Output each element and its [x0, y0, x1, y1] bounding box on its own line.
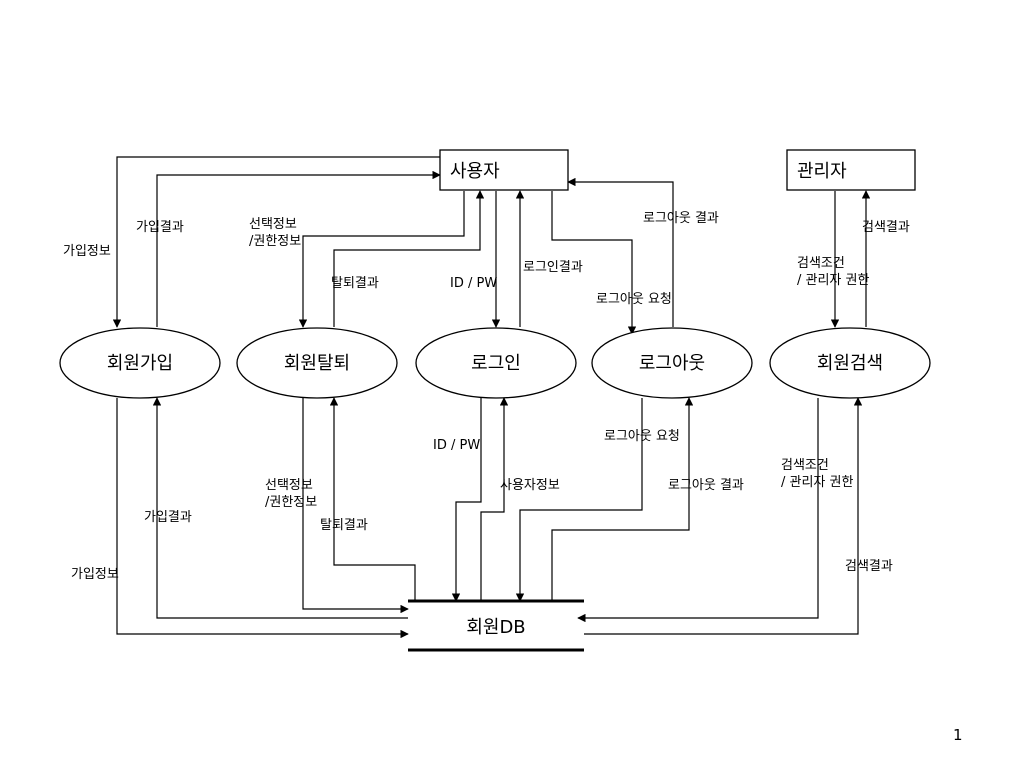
label-logout-result-top: 로그아웃 결과: [643, 211, 719, 226]
process-login-label: 로그인: [471, 353, 521, 374]
label-search-cond-bottom-2: / 관리자 권한: [781, 475, 853, 490]
label-login-result-top: 로그인결과: [523, 260, 583, 275]
label-idpw-top: ID / PW: [450, 276, 497, 291]
label-idpw-bottom: ID / PW: [433, 438, 480, 453]
edge-signup-result-bottom: [152, 397, 408, 619]
label-withdraw-result-top: 탈퇴결과: [331, 276, 379, 291]
process-search-label: 회원검색: [817, 353, 883, 374]
process-logout: 로그아웃: [591, 327, 753, 399]
label-search-cond-bottom-1: 검색조건: [781, 458, 829, 473]
label-select-info-top-2: /권한정보: [249, 234, 301, 249]
edge-withdraw-result-top: [333, 190, 485, 327]
entity-admin-label: 관리자: [797, 161, 847, 182]
label-logout-request-top: 로그아웃 요청: [596, 292, 672, 307]
datastore-member-db: 회원DB: [408, 599, 584, 652]
label-logout-request-bottom: 로그아웃 요청: [604, 429, 680, 444]
process-signup-label: 회원가입: [107, 353, 173, 374]
label-signup-result-top: 가입결과: [136, 220, 184, 235]
entity-user-label: 사용자: [450, 161, 500, 182]
label-search-cond-top-1: 검색조건: [797, 256, 845, 271]
edge-search-result-bottom: [584, 397, 863, 635]
label-search-result-bottom: 검색결과: [845, 559, 893, 574]
label-search-cond-top-2: / 관리자 권한: [797, 273, 869, 288]
edge-logout-result-bottom: [551, 397, 694, 601]
label-search-result-top: 검색결과: [862, 220, 910, 235]
label-select-info-bottom-2: /권한정보: [265, 495, 317, 510]
process-withdraw-label: 회원탈퇴: [284, 353, 350, 374]
edge-signup-result-top: [156, 170, 441, 327]
label-user-info-bottom: 사용자정보: [500, 478, 560, 493]
process-logout-label: 로그아웃: [639, 353, 705, 374]
page-number: 1: [953, 726, 963, 744]
label-select-info-bottom-1: 선택정보: [265, 478, 313, 493]
label-withdraw-result-bottom: 탈퇴결과: [320, 518, 368, 533]
label-select-info-top-1: 선택정보: [249, 217, 297, 232]
edge-select-info-bottom: [302, 398, 409, 614]
edge-search-cond-bottom: [577, 398, 819, 623]
edge-signup-info-bottom: [116, 398, 409, 639]
datastore-label: 회원DB: [466, 617, 525, 638]
process-search: 회원검색: [769, 327, 931, 399]
entity-admin: 관리자: [786, 149, 916, 191]
edge-logout-request-top: [551, 191, 637, 335]
edge-signup-info-top: [112, 156, 440, 328]
process-withdraw: 회원탈퇴: [236, 327, 398, 399]
process-signup: 회원가입: [59, 327, 221, 399]
label-signup-info-top: 가입정보: [63, 244, 111, 259]
edge-select-info-top: [298, 191, 465, 328]
label-signup-info-bottom: 가입정보: [71, 567, 119, 582]
edge-idpw-bottom: [451, 398, 482, 602]
edge-user-info-bottom: [480, 397, 509, 601]
edge-withdraw-result-bottom: [329, 397, 416, 601]
edge-logout-request-bottom: [515, 398, 643, 602]
process-login: 로그인: [415, 327, 577, 399]
label-logout-result-bottom: 로그아웃 결과: [668, 478, 744, 493]
label-signup-result-bottom: 가입결과: [144, 510, 192, 525]
edge-logout-result-top: [567, 177, 674, 327]
entity-user: 사용자: [439, 149, 569, 191]
